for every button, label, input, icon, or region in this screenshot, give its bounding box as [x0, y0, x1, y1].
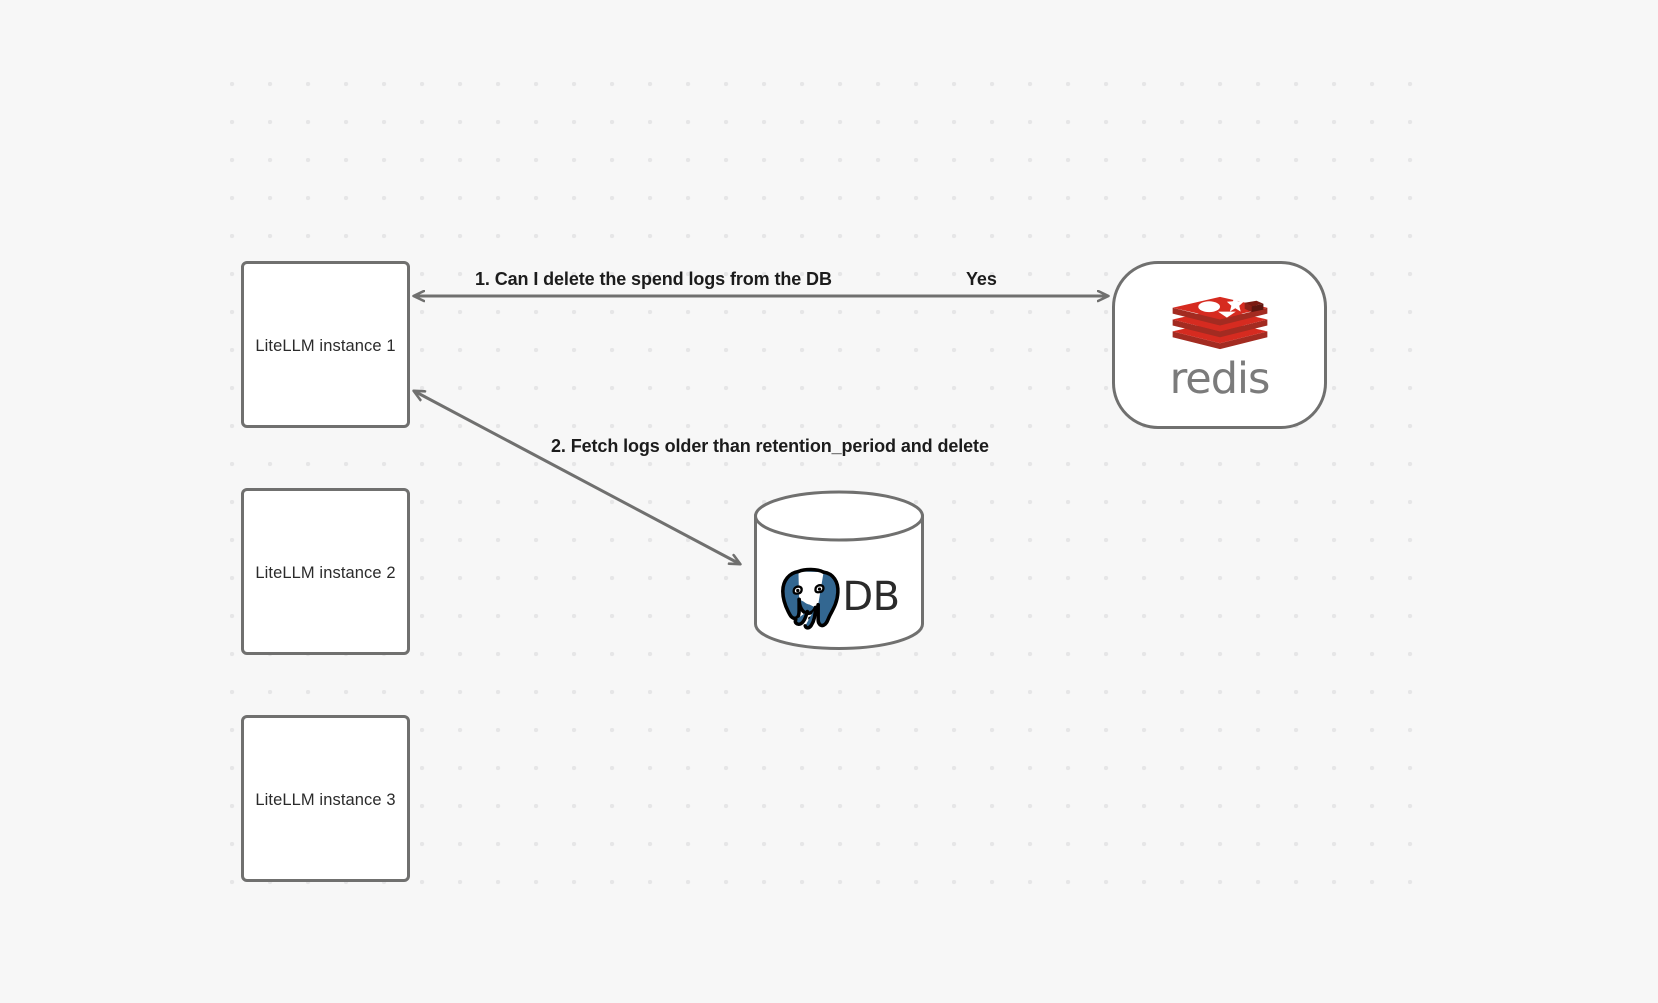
node-label: LiteLLM instance 2 — [255, 564, 396, 583]
redis-logo-group: redis — [1166, 286, 1274, 401]
node-litellm-instance-3[interactable]: LiteLLM instance 3 — [241, 715, 410, 882]
node-label: LiteLLM instance 1 — [255, 337, 396, 356]
postgresql-elephant-icon — [781, 567, 841, 630]
edge-litellm1-database — [414, 391, 740, 564]
node-litellm-instance-2[interactable]: LiteLLM instance 2 — [241, 488, 410, 655]
node-litellm-instance-1[interactable]: LiteLLM instance 1 — [241, 261, 410, 428]
edge-label-step-2: 2. Fetch logs older than retention_perio… — [551, 436, 989, 456]
node-database[interactable]: DB — [753, 490, 925, 650]
node-label: LiteLLM instance 3 — [255, 791, 396, 810]
edge-label-step-1-response: Yes — [966, 269, 997, 289]
database-content: DB — [753, 542, 925, 650]
database-label: DB — [842, 574, 900, 620]
edge-label-step-1: 1. Can I delete the spend logs from the … — [475, 269, 832, 289]
redis-logo-icon — [1172, 295, 1267, 349]
node-redis[interactable]: redis — [1112, 261, 1327, 429]
redis-wordmark: redis — [1169, 353, 1271, 404]
